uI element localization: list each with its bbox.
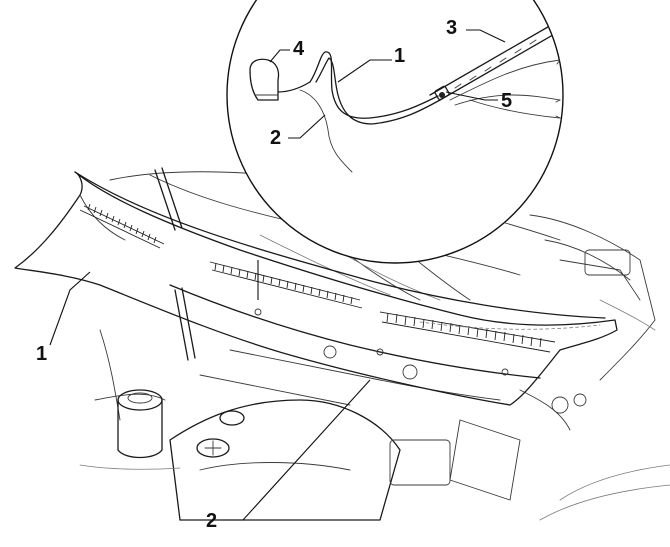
callout-1-panel: 1 [36,343,48,365]
washer-hose [169,284,541,379]
center-vent-grille [209,261,363,309]
callout-2-inset-hose: 2 [270,127,282,149]
callout-3-wiper-rail: 3 [446,17,458,39]
plenum-panel [14,171,618,406]
callout-4-nozzle: 4 [293,38,305,60]
callout-5-connector: 5 [501,90,513,112]
callout-1-inset-hose: 1 [394,45,406,67]
right-vent-grille [379,311,556,353]
detail-inset [226,0,564,264]
engine-bay-background [79,167,670,521]
leader-lines [49,29,506,521]
left-vent-grille [79,203,165,249]
callout-2-hose: 2 [206,510,218,532]
